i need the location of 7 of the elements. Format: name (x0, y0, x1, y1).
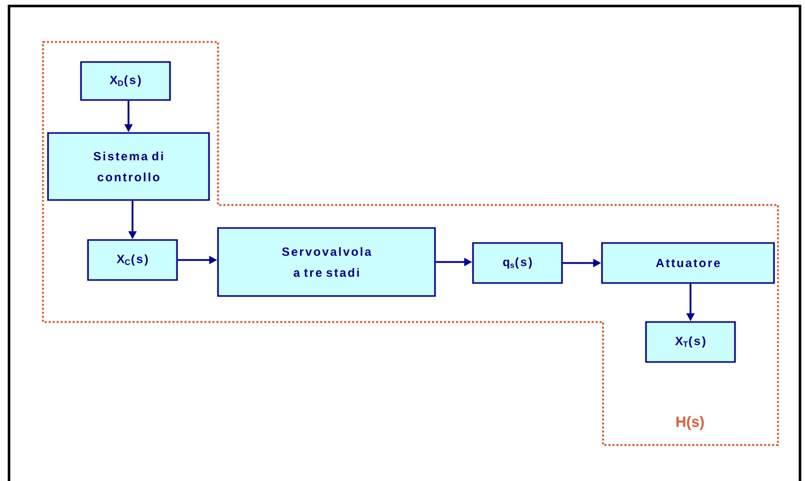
block-box: Servovalvola a tre stadi (217, 227, 436, 297)
block-box: X$_{C}$(s) (87, 239, 178, 281)
block-box: X$_{T}$(s) (645, 321, 736, 363)
block-box: Attuatore (601, 242, 775, 284)
block-box: Sistema di controllo (47, 132, 210, 201)
block-box: X$_{D}$(s) (80, 61, 171, 101)
block-box: q$_{s}$(s) (472, 242, 563, 284)
